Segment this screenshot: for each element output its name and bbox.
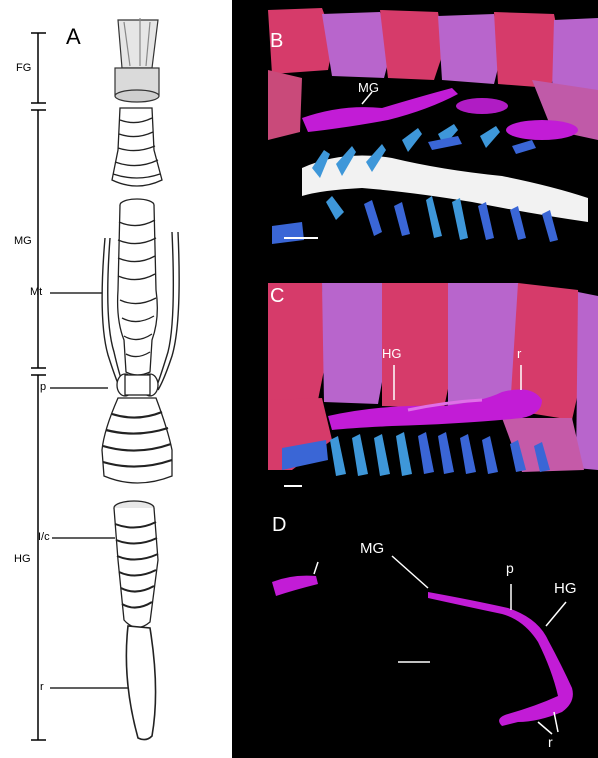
- panel-c-rectum-label: r: [517, 346, 521, 361]
- panel-a-letter: A: [66, 24, 81, 50]
- gut-drawing: [0, 0, 232, 758]
- region-label-mg: MG: [14, 235, 32, 247]
- render-canvas: [232, 0, 598, 758]
- label-ileum-colon: I/c: [38, 531, 50, 543]
- panel-d-midgut-label: MG: [360, 540, 384, 557]
- panel-d-rectum-label: r: [548, 734, 553, 750]
- panel-c-hindgut-label: HG: [382, 346, 402, 361]
- panel-a: A FG MG HG Mt p I/c r: [0, 0, 232, 758]
- panel-b-render: [268, 8, 598, 244]
- label-rectum: r: [40, 681, 44, 693]
- panel-d-render: [272, 556, 573, 734]
- panel-c-letter: C: [270, 285, 284, 308]
- panels-bcd: B MG C HG r D MG p HG r: [232, 0, 598, 758]
- label-malpighian-tubules: Mt: [30, 286, 42, 298]
- rectum-drawing: [126, 626, 155, 740]
- panel-b-midgut-label: MG: [358, 80, 379, 95]
- panel-b-letter: B: [270, 30, 283, 53]
- panel-d-pylorus-label: p: [506, 560, 514, 576]
- midgut-segment-upper: [112, 108, 162, 186]
- foregut-drawing: [115, 18, 159, 102]
- pylorus-drawing: [117, 374, 158, 396]
- label-pylorus: p: [40, 381, 46, 393]
- pointer-lines: [50, 293, 133, 688]
- panel-d-letter: D: [272, 514, 286, 537]
- midgut-segment-lower: [118, 199, 158, 375]
- hindgut-segment-upper: [102, 398, 172, 483]
- ileum-colon-drawing: [114, 501, 158, 628]
- region-label-fg: FG: [16, 62, 31, 74]
- region-label-hg: HG: [14, 553, 31, 565]
- panel-d-hindgut-label: HG: [554, 580, 577, 597]
- panel-c-render: [268, 283, 598, 486]
